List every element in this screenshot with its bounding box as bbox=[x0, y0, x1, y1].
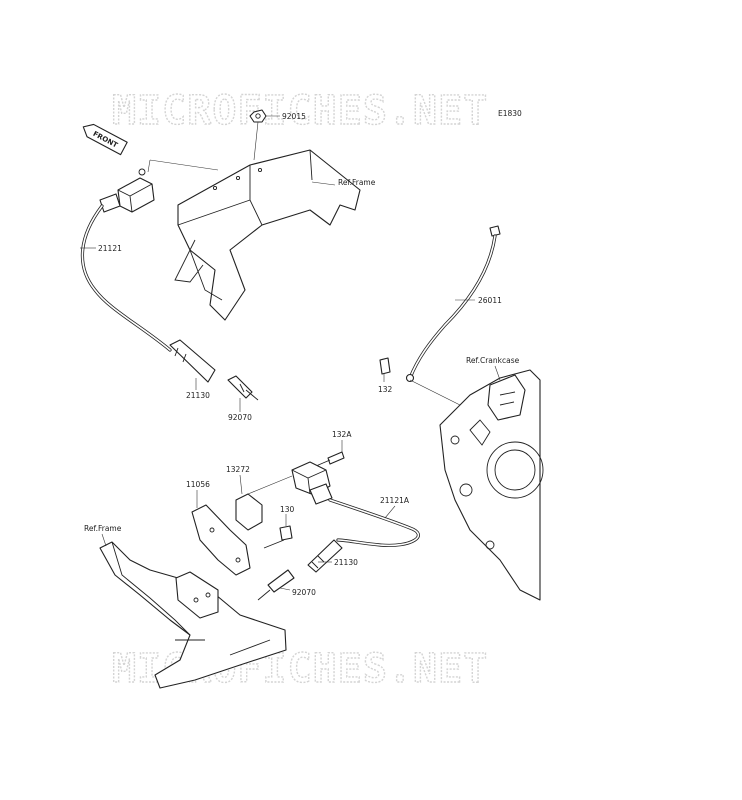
label-13272: 13272 bbox=[226, 465, 250, 474]
frame-bottom bbox=[99, 541, 287, 689]
spark-plug-cable-21121 bbox=[80, 204, 172, 352]
leader-21121a bbox=[384, 505, 396, 519]
bracket-11056 bbox=[191, 504, 251, 576]
label-21130-bottom: 21130 bbox=[334, 558, 358, 567]
label-21130-top: 21130 bbox=[186, 391, 210, 400]
nut-92015 bbox=[249, 109, 267, 123]
spark-plug-bottom bbox=[257, 569, 295, 601]
label-ref-frame-top: Ref.Frame bbox=[338, 178, 376, 187]
watermark-top: MICROFICHES.NET bbox=[112, 88, 488, 134]
spark-plug-top bbox=[227, 375, 259, 401]
crankcase bbox=[439, 369, 544, 601]
label-ref-frame-bottom: Ref.Frame bbox=[84, 524, 122, 533]
leader-13272 bbox=[239, 474, 293, 495]
plug-cap-bottom bbox=[307, 539, 343, 573]
leader-coil-bracket bbox=[147, 159, 219, 173]
label-21121a: 21121A bbox=[380, 496, 410, 505]
label-92070-bottom: 92070 bbox=[292, 588, 316, 597]
diagram-code: E1830 bbox=[498, 109, 522, 118]
ignition-coil-top bbox=[99, 168, 155, 213]
ground-cable-26011 bbox=[405, 225, 501, 383]
label-130: 130 bbox=[280, 505, 295, 514]
bracket-13272 bbox=[235, 493, 263, 531]
plug-cap-top bbox=[169, 339, 216, 383]
leader-ref-crankcase bbox=[494, 365, 501, 381]
spark-plug-cable-21121a bbox=[328, 498, 420, 548]
leader-ref-frame-top bbox=[311, 181, 336, 186]
label-132a: 132A bbox=[332, 430, 352, 439]
bolt-132 bbox=[379, 357, 391, 375]
ignition-coil-bottom bbox=[291, 461, 333, 505]
bolt-130 bbox=[263, 525, 293, 549]
label-92070-top: 92070 bbox=[228, 413, 252, 422]
frame-bracket-top bbox=[174, 149, 361, 321]
leader-92070-bottom bbox=[279, 587, 291, 591]
leader-ref-frame-bottom bbox=[101, 533, 107, 547]
label-11056: 11056 bbox=[186, 480, 210, 489]
label-ref-crankcase: Ref.Crankcase bbox=[466, 356, 520, 365]
label-21121: 21121 bbox=[98, 244, 122, 253]
label-26011: 26011 bbox=[478, 296, 502, 305]
bolt-132a bbox=[315, 451, 345, 467]
label-132: 132 bbox=[378, 385, 393, 394]
label-92015: 92015 bbox=[282, 112, 306, 121]
leader-92015 bbox=[253, 115, 280, 161]
